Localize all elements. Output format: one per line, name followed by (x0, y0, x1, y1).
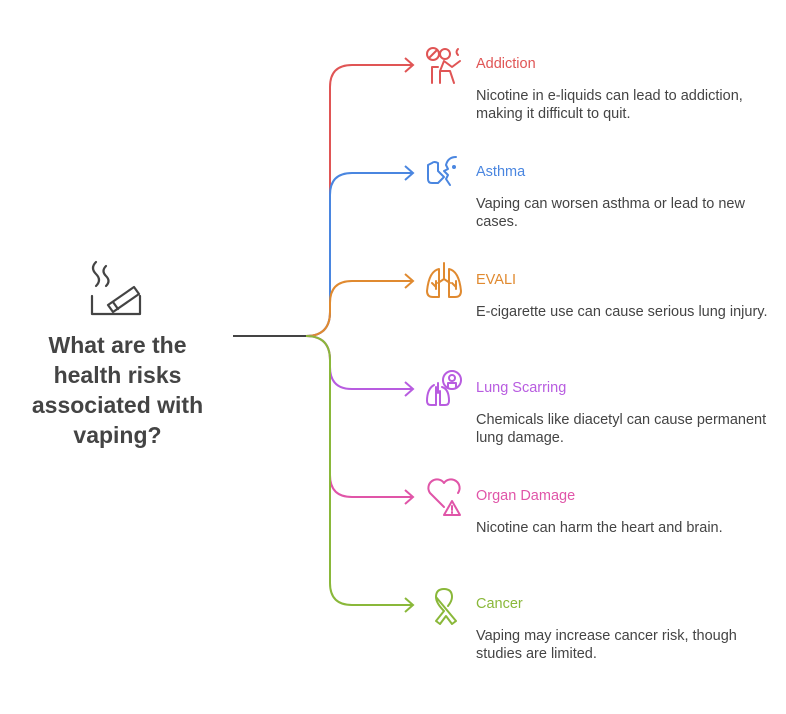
risk-title: Asthma (476, 164, 526, 180)
heart-warning-icon (427, 478, 461, 516)
risk-title: Cancer (476, 596, 523, 612)
branch-connector (305, 335, 415, 613)
branch-connector (305, 335, 415, 505)
person-smoking-icon (426, 47, 461, 84)
risk-title: Lung Scarring (476, 380, 567, 396)
risk-description: Vaping may increase cancer risk, though … (476, 628, 737, 662)
branch-connector (305, 165, 415, 337)
lungs-icon (426, 262, 462, 298)
central-question: What are the health risks associated wit… (31, 332, 204, 448)
cigarette-icon (90, 260, 142, 316)
risk-title: Addiction (476, 56, 536, 72)
lung-scan-icon (426, 370, 462, 406)
risk-description: Vaping can worsen asthma or lead to new … (476, 196, 745, 230)
inhaler-icon (427, 156, 457, 186)
risk-title: EVALI (476, 272, 517, 288)
ribbon-icon (435, 588, 457, 625)
branch-connector (305, 57, 415, 337)
risk-description: Nicotine can harm the heart and brain. (476, 520, 723, 536)
risk-description: Chemicals like diacetyl can cause perman… (476, 412, 767, 446)
risk-description: Nicotine in e-liquids can lead to addict… (476, 88, 743, 122)
risk-description: E-cigarette use can cause serious lung i… (476, 304, 768, 320)
risk-title: Organ Damage (476, 488, 576, 504)
branch-connector (305, 335, 415, 397)
branch-connector (305, 273, 415, 337)
